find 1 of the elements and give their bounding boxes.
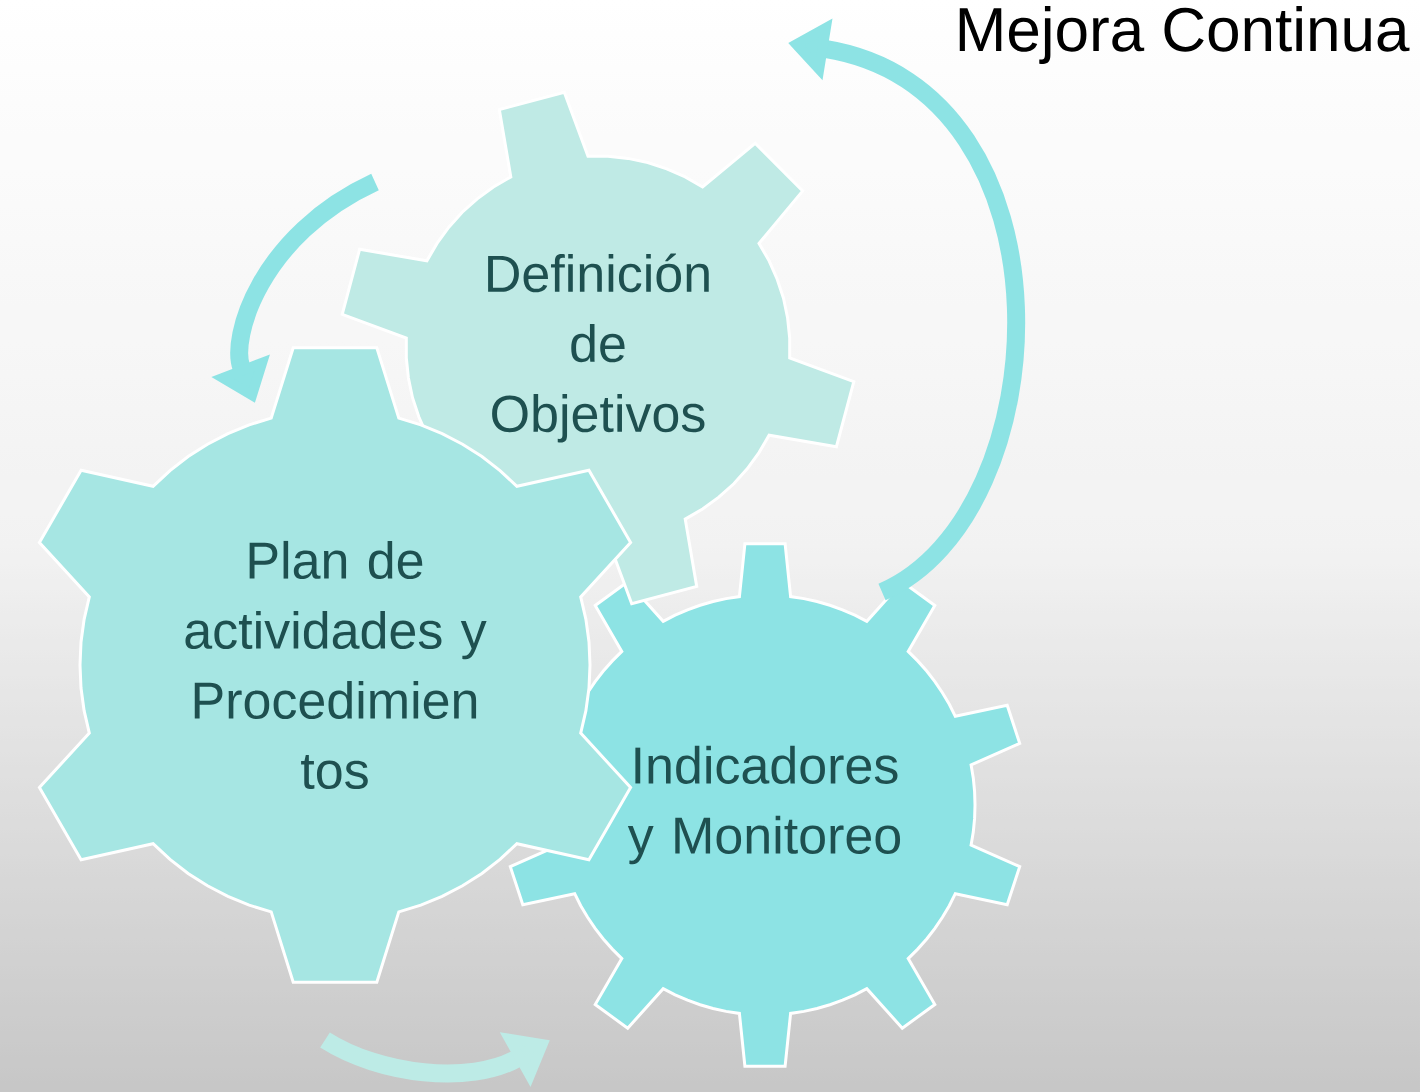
title: Mejora Continua bbox=[959, 6, 1410, 64]
